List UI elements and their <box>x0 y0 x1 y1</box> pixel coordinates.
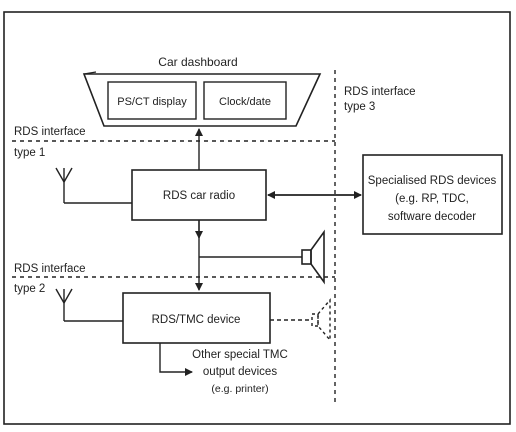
interface-type1-label-line1: RDS interface <box>14 126 86 138</box>
output-devices-line1: Other special TMC <box>192 349 288 361</box>
tmc-to-output-arrow <box>159 343 193 376</box>
rds-tmc-device-box <box>122 292 271 344</box>
speaker-icon <box>311 298 331 342</box>
rds-tmc-device-label: RDS/TMC device <box>152 314 241 326</box>
clock-date-box <box>203 81 287 120</box>
specialised-rds-devices-box <box>362 154 503 235</box>
outer-frame <box>3 11 511 425</box>
output-devices-line2: output devices <box>203 366 277 378</box>
interface-type3-label-line2: type 3 <box>344 101 375 113</box>
interface-type2-label-line2: type 2 <box>14 283 45 295</box>
ps-ct-display-box <box>107 81 197 120</box>
specialised-rds-devices-line2: (e.g. RP, TDC, <box>395 193 469 205</box>
specialised-rds-devices-line3: software decoder <box>388 211 476 223</box>
speaker-icon <box>301 229 325 285</box>
antenna-icon <box>55 167 73 203</box>
specialised-rds-devices-line1: Specialised RDS devices <box>368 175 497 187</box>
dashboard-edge-mark <box>83 71 97 75</box>
output-devices-line3: (e.g. printer) <box>211 383 268 395</box>
clock-date-label: Clock/date <box>219 96 271 108</box>
interface-type2-label-line1: RDS interface <box>14 263 86 275</box>
interface-type1-label-line2: type 1 <box>14 147 45 159</box>
interface-type3-label-line1: RDS interface <box>344 86 416 98</box>
ps-ct-display-label: PS/CT display <box>117 96 187 108</box>
antenna-icon <box>55 288 73 321</box>
rds-car-radio-label: RDS car radio <box>163 190 235 202</box>
dashboard-shape <box>82 73 322 127</box>
dashboard-title: Car dashboard <box>158 55 237 69</box>
